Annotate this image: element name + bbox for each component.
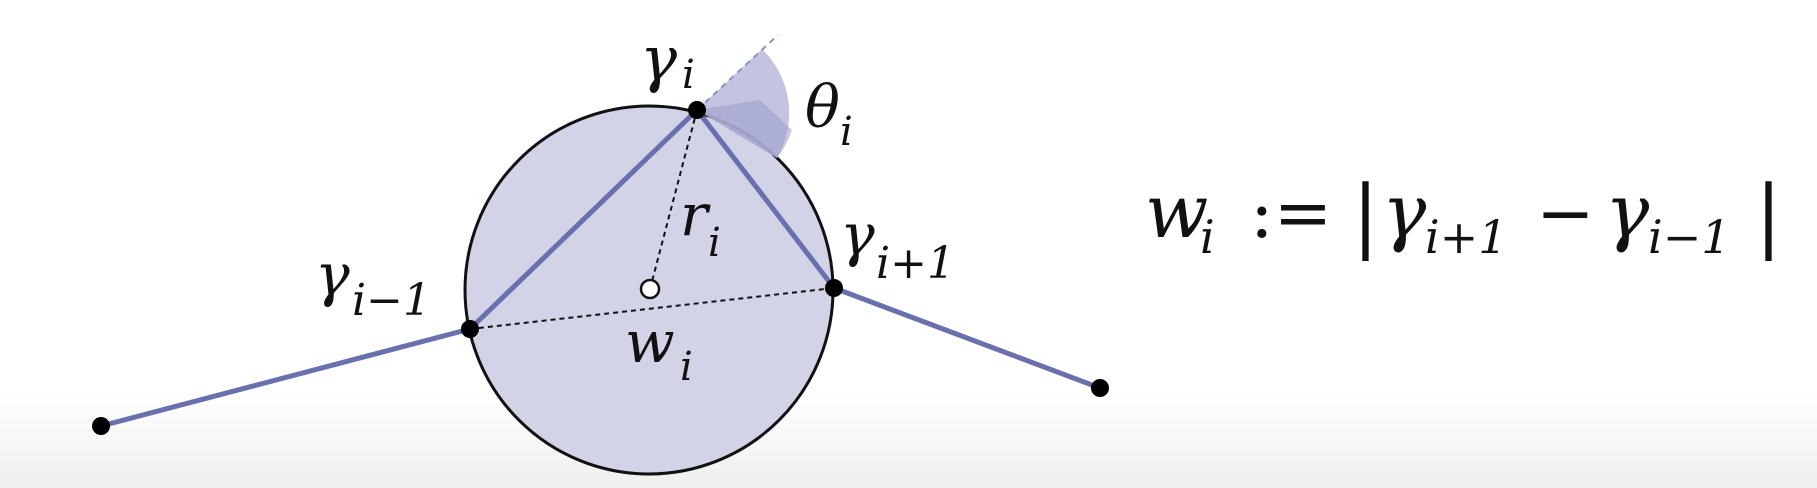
- formula-lhs-base: w: [1145, 169, 1208, 255]
- label-gamma-i: γ i: [640, 22, 695, 98]
- formula-term1-sub: i+1: [1425, 210, 1508, 264]
- label-gamma-i-sub: i: [682, 52, 695, 98]
- label-gamma-next: γ i+1: [840, 201, 955, 289]
- formula-minus: −: [1536, 172, 1595, 254]
- label-theta-i: θ i: [805, 73, 853, 155]
- label-w-i-base: w: [625, 308, 675, 376]
- label-gamma-prev-base: γ: [315, 241, 350, 309]
- formula-bar-left: |: [1352, 168, 1379, 261]
- label-gamma-prev: γ i−1: [315, 241, 431, 326]
- edge-outer-left: [98, 326, 473, 429]
- edge-outer-right: [831, 285, 1103, 391]
- label-w-i-sub: i: [680, 344, 693, 390]
- label-theta-i-base: θ: [805, 73, 840, 141]
- formula: w i := | γ i+1 − γ i−1 |: [1145, 168, 1782, 264]
- vertex-outer-right: [1091, 379, 1109, 397]
- edge-right: [694, 107, 837, 291]
- label-r-i-sub: i: [708, 220, 721, 266]
- edge-extension-dashed: [696, 34, 779, 111]
- formula-bar-right: |: [1755, 168, 1782, 261]
- label-gamma-next-sub: i+1: [876, 238, 955, 289]
- vertex-outer-left: [92, 417, 110, 435]
- vertex-gamma-prev: [461, 320, 479, 338]
- formula-assign: :=: [1250, 172, 1332, 254]
- label-theta-i-sub: i: [840, 109, 853, 155]
- formula-term1-base: γ: [1382, 169, 1427, 255]
- vertex-gamma-i: [688, 101, 706, 119]
- label-gamma-next-base: γ: [840, 201, 875, 269]
- label-gamma-prev-sub: i−1: [352, 275, 431, 326]
- label-gamma-i-base: γ: [640, 22, 678, 95]
- formula-term2-base: γ: [1605, 169, 1650, 255]
- label-w-i: w i: [625, 308, 693, 390]
- radius-r: [649, 109, 698, 290]
- vertex-gamma-next: [825, 279, 843, 297]
- formula-term2-sub: i−1: [1648, 210, 1731, 264]
- formula-lhs-sub: i: [1200, 210, 1215, 264]
- edge-left: [467, 107, 700, 332]
- circle-center: [639, 278, 661, 300]
- theta-angle-overlap: [697, 100, 792, 158]
- label-r-i-base: r: [680, 181, 711, 249]
- label-r-i: r i: [680, 181, 721, 266]
- chord-w: [469, 287, 835, 330]
